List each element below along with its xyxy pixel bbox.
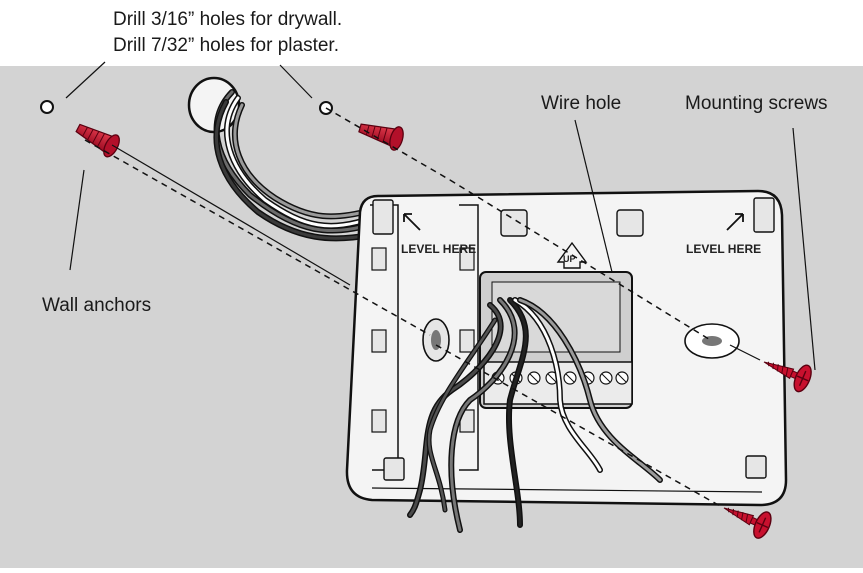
level-here-right: LEVEL HERE [686, 242, 761, 256]
wall-anchors-label: Wall anchors [42, 295, 152, 316]
drill-plaster-label: Drill 7/32” holes for plaster. [113, 35, 339, 56]
drill-hole-left [40, 100, 54, 114]
wire-hole-label: Wire hole [541, 93, 622, 114]
level-arrow-left-icon [403, 213, 421, 231]
drill-drywall-label: Drill 3/16” holes for drywall. [113, 9, 343, 30]
loose-wires [407, 297, 663, 533]
wire-bundle [213, 89, 375, 242]
mounting-screws-label: Mounting screws [685, 93, 828, 114]
level-here-left: LEVEL HERE [401, 242, 476, 256]
level-arrow-right-icon [726, 213, 744, 231]
up-label: UP [563, 254, 576, 264]
